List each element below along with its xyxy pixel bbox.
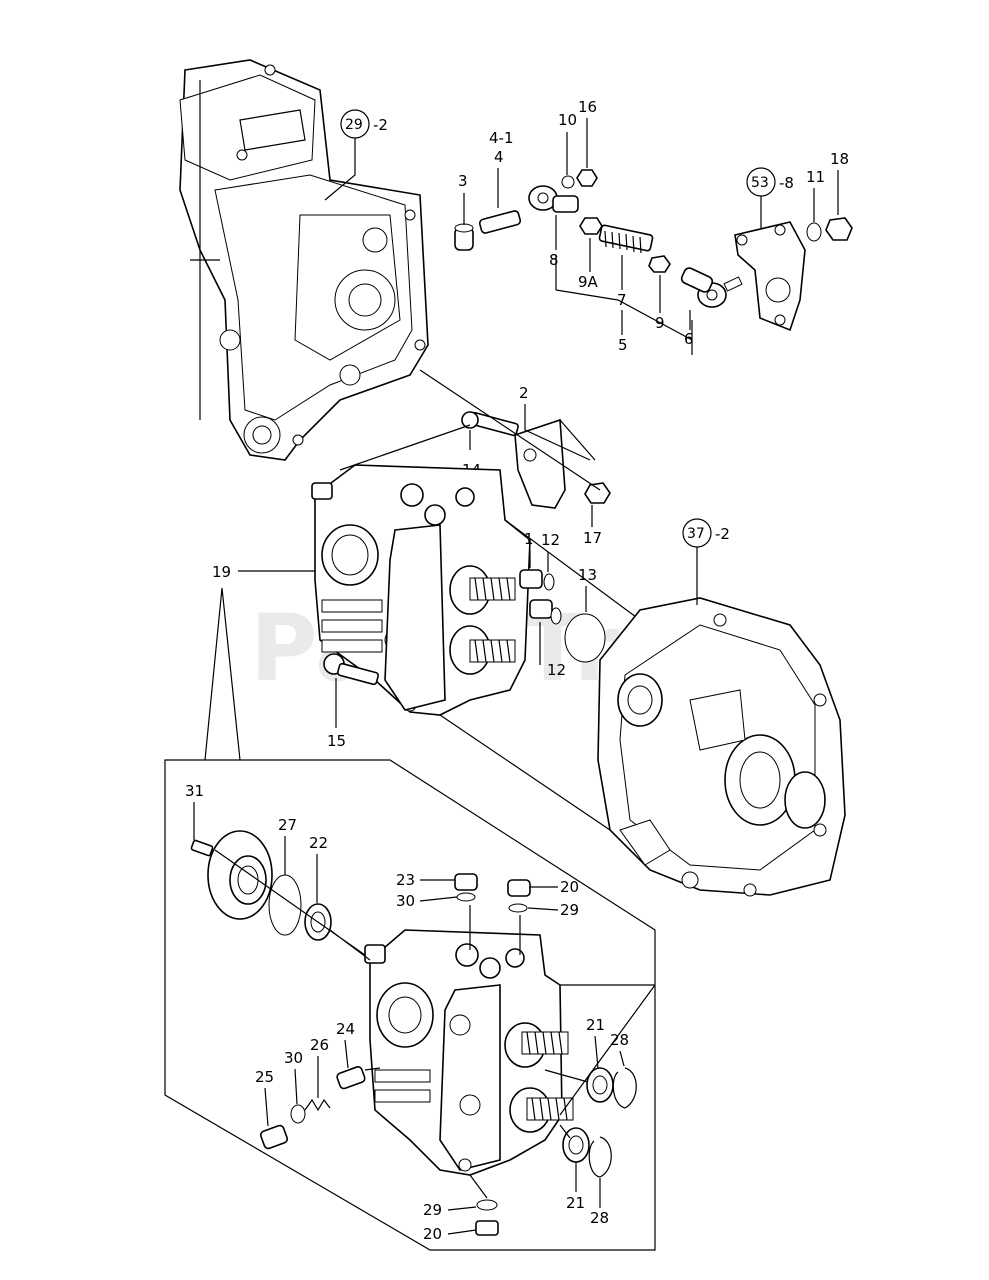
label-24: 24 — [336, 1020, 355, 1038]
ref-29-2: 29 -2 — [324, 109, 388, 201]
ref-53-suffix: -8 — [779, 174, 794, 192]
label-9: 9 — [655, 314, 665, 332]
detail-inset-frame — [164, 587, 656, 1251]
ref-29-id: 29 — [345, 117, 363, 133]
ref-37-id: 37 — [687, 526, 705, 542]
label-9A: 9A — [578, 273, 599, 291]
label-17: 17 — [583, 529, 602, 547]
right-transmission-case — [597, 597, 846, 897]
label-10: 10 — [558, 111, 577, 129]
label-28-bottom: 28 — [590, 1209, 609, 1227]
ref-37-suffix: -2 — [715, 525, 730, 543]
upper-transmission-case — [179, 59, 429, 461]
label-13: 13 — [578, 566, 597, 584]
label-18: 18 — [830, 150, 849, 168]
hydraulic-pump-assembly — [311, 464, 641, 831]
label-12-top: 12 — [541, 531, 560, 549]
label-4: 4 — [494, 148, 504, 166]
label-11: 11 — [806, 168, 825, 186]
label-20-top: 20 — [560, 878, 579, 896]
label-7: 7 — [617, 291, 627, 309]
label-30-mid: 30 — [284, 1049, 303, 1067]
label-25: 25 — [255, 1068, 274, 1086]
linkage-labels: 3 4-1 4 10 16 8 9A 7 9 5 6 11 18 — [458, 98, 849, 354]
label-1: 1 — [524, 530, 534, 548]
label-20-bottom: 20 — [423, 1225, 442, 1243]
ref-37-2: 37 -2 — [682, 518, 730, 605]
label-3: 3 — [458, 172, 468, 190]
label-22: 22 — [309, 834, 328, 852]
detail-labels: 31 27 22 23 30 20 29 24 26 30 25 21 28 2… — [185, 782, 629, 1243]
label-21-bottom: 21 — [566, 1194, 585, 1212]
label-27: 27 — [278, 816, 297, 834]
ref-53-id: 53 — [751, 175, 769, 191]
ref-29-suffix: -2 — [373, 116, 388, 134]
label-23: 23 — [396, 871, 415, 889]
label-29-bottom: 29 — [423, 1201, 442, 1219]
label-16: 16 — [578, 98, 597, 116]
label-26: 26 — [310, 1036, 329, 1054]
label-29-top: 29 — [560, 901, 579, 919]
ref-53-8: 53 -8 — [746, 167, 794, 228]
linkage-parts — [454, 169, 853, 355]
label-19: 19 — [212, 563, 231, 581]
label-8: 8 — [549, 251, 559, 269]
leader-2 — [524, 404, 591, 461]
label-28-top: 28 — [610, 1031, 629, 1049]
label-30-top: 30 — [396, 892, 415, 910]
label-31: 31 — [185, 782, 204, 800]
exploded-pump-detail — [190, 830, 656, 1236]
lever-assembly — [339, 369, 611, 509]
label-5: 5 — [618, 336, 628, 354]
label-4-1: 4-1 — [489, 129, 514, 147]
label-2: 2 — [519, 384, 529, 402]
label-21-top: 21 — [586, 1016, 605, 1034]
label-6: 6 — [684, 330, 694, 348]
label-15: 15 — [327, 732, 346, 750]
label-12-bottom: 12 — [547, 661, 566, 679]
